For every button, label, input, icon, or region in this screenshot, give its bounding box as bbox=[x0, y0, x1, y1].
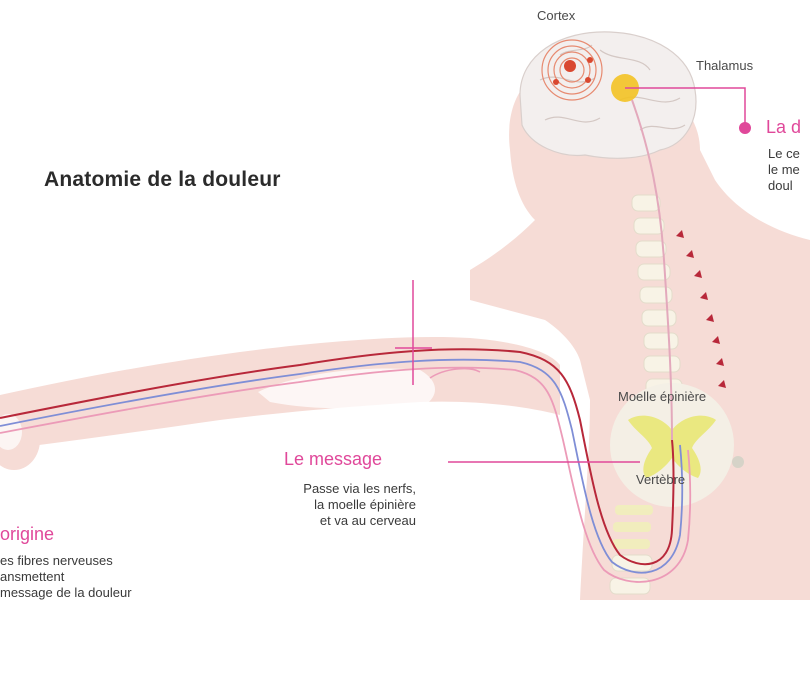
thalamus-leader-line bbox=[625, 87, 746, 128]
callout-cerveau-line: doul bbox=[768, 178, 793, 193]
label-moelle: Moelle épinière bbox=[618, 389, 707, 404]
arm-muscle bbox=[258, 368, 436, 409]
callout-cerveau-line: Le ce bbox=[768, 146, 800, 161]
direction-arrows bbox=[676, 230, 726, 388]
vertebra-root-knob bbox=[732, 456, 744, 468]
cortex-dot-small bbox=[587, 57, 593, 63]
callout-origine-line: message de la douleur bbox=[0, 585, 132, 600]
spine bbox=[609, 194, 683, 595]
callout-bullet bbox=[739, 122, 751, 134]
nerve-loop bbox=[429, 367, 481, 379]
callout-message-line: Passe via les nerfs, bbox=[303, 481, 416, 496]
callout-origine-line: ansmettent bbox=[0, 569, 65, 584]
cortex-dot-small bbox=[553, 79, 559, 85]
callout-message-body: Passe via les nerfs, la moelle épinière … bbox=[236, 481, 416, 529]
brain bbox=[519, 31, 697, 159]
label-thalamus: Thalamus bbox=[696, 58, 754, 73]
diagram-title: Anatomie de la douleur bbox=[44, 168, 281, 191]
label-cortex: Cortex bbox=[537, 8, 576, 23]
label-vertebre: Vertèbre bbox=[636, 472, 686, 487]
cortex-rings bbox=[541, 39, 603, 101]
nerve-pink bbox=[0, 366, 692, 583]
callout-message-heading: Le message bbox=[284, 449, 383, 469]
cortex-dot-small bbox=[585, 77, 591, 83]
callout-cerveau-line: le me bbox=[768, 162, 800, 177]
ascending-pathway bbox=[631, 99, 673, 441]
cortex-dot bbox=[564, 60, 576, 72]
brain-folds bbox=[539, 44, 686, 131]
callout-message-line: la moelle épinière bbox=[314, 497, 416, 512]
callout-cerveau-heading: La d bbox=[766, 117, 802, 137]
callout-origine-heading: origine bbox=[0, 524, 55, 544]
nerve-blue bbox=[0, 358, 684, 574]
nerve-red bbox=[0, 348, 675, 566]
callout-message-line: et va au cerveau bbox=[319, 513, 416, 528]
callout-cerveau-body: Le ce le me doul bbox=[768, 146, 800, 194]
callout-origine-line: es fibres nerveuses bbox=[0, 553, 113, 568]
callout-origine-body: es fibres nerveuses ansmettent message d… bbox=[0, 553, 132, 601]
lower-spine bbox=[612, 505, 653, 549]
